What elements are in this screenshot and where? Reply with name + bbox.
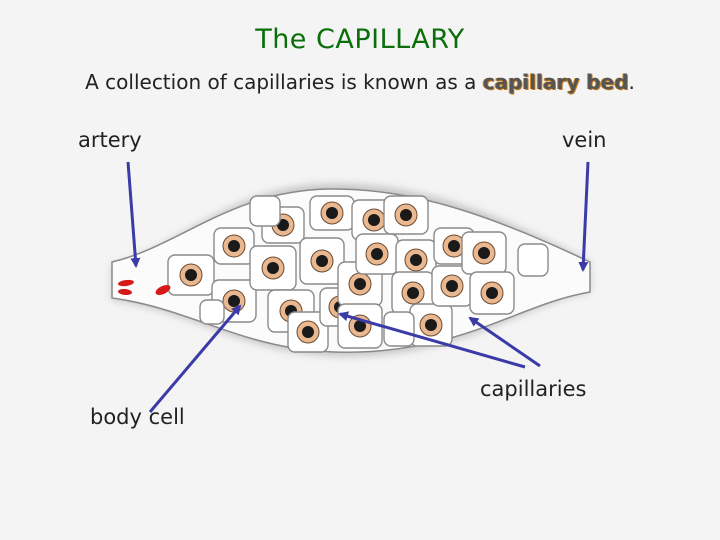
cell-nucleus (446, 280, 458, 292)
slide-subtitle: A collection of capillaries is known as … (0, 70, 720, 94)
cell-nucleus (407, 287, 419, 299)
cell-nucleus (354, 278, 366, 290)
tissue-cell (199, 299, 225, 325)
cell-nucleus (425, 319, 437, 331)
capillaries-arrow-right (468, 316, 541, 368)
artery-label: artery (78, 128, 142, 152)
cell-nucleus (478, 247, 490, 259)
red-blood-cell (118, 279, 134, 287)
tissue-cell (249, 195, 281, 227)
cell-nucleus (326, 207, 338, 219)
cell-nucleus (354, 320, 366, 332)
cell-nucleus (368, 214, 380, 226)
slide-title: The CAPILLARY (255, 24, 465, 55)
cell-nucleus (400, 209, 412, 221)
cell-nucleus (185, 269, 197, 281)
subtitle-text: A collection of capillaries is known as … (85, 70, 483, 94)
body-cell-arrow (148, 304, 242, 413)
red-blood-cells (118, 279, 171, 296)
cell-nucleus (410, 254, 422, 266)
cell-nucleus (302, 326, 314, 338)
subtitle-period: . (628, 70, 635, 94)
capillaries-arrow-left (338, 311, 526, 369)
pointer-arrows (126, 161, 590, 413)
vein-arrow (578, 161, 590, 272)
cell-nucleus (371, 248, 383, 260)
cell-nucleus (486, 287, 498, 299)
artery-arrow (126, 161, 141, 268)
tissue-cell (517, 243, 549, 277)
vein-label: vein (562, 128, 607, 152)
red-blood-cell (118, 288, 132, 296)
capillaries-label: capillaries (480, 377, 587, 401)
cell-nucleus (448, 240, 460, 252)
body-cell-label: body cell (90, 405, 185, 429)
red-blood-cell (155, 285, 171, 295)
subtitle-highlight: capillary bed (482, 70, 629, 94)
tissue-cells (167, 195, 549, 353)
cell-nucleus (228, 295, 240, 307)
tissue-cell (383, 311, 415, 347)
cell-nucleus (316, 255, 328, 267)
cell-nucleus (228, 240, 240, 252)
cell-nucleus (267, 262, 279, 274)
